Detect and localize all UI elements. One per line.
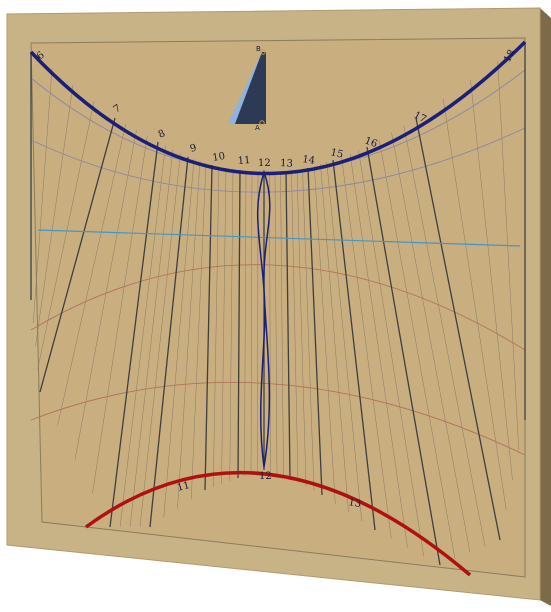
sub-hour-line (274, 171, 278, 475)
sub-hour-line (497, 60, 519, 451)
sub-hour-line (269, 171, 271, 473)
upper-hour-labels: 6 7 8 9 10 11 12 13 14 15 16 17 18 (35, 48, 518, 170)
hour-label-10: 10 (212, 151, 226, 164)
hour-label-12: 12 (258, 158, 271, 169)
gnomon-face-dark (235, 52, 266, 124)
hour-label-6: 6 (35, 50, 47, 63)
sub-hour-line (250, 170, 253, 475)
hour-label-14: 14 (302, 154, 316, 167)
sub-hour-line (74, 129, 137, 460)
sub-hour-line (139, 153, 181, 528)
lower-hour-label-11: 11 (176, 480, 191, 494)
sub-hour-line (391, 132, 471, 553)
lower-hour-label-13: 13 (347, 497, 361, 510)
gnomon-label-a: A (255, 124, 260, 132)
hour-line-9 (149, 156, 189, 528)
declination-line (30, 127, 526, 193)
equinox-line (37, 229, 521, 247)
hour-label-13: 13 (280, 158, 293, 170)
sub-hour-line (229, 168, 234, 482)
winter-solstice-curve (84, 470, 472, 577)
sub-hour-line (291, 170, 299, 483)
sub-hour-line (177, 160, 201, 509)
gnomon: B A (228, 45, 266, 132)
board-side (540, 8, 551, 606)
sub-hour-line (129, 149, 174, 528)
sub-hour-line (320, 163, 349, 513)
sub-hour-line (296, 169, 307, 487)
sub-hour-line (314, 165, 336, 504)
sub-hour-line (37, 101, 95, 370)
hour-line-7 (39, 117, 116, 393)
sub-hour-line (403, 125, 486, 547)
hour-line-11 (237, 169, 241, 479)
sub-hour-line (191, 162, 207, 500)
hour-line-14 (307, 167, 323, 496)
sub-hour-line (35, 84, 74, 347)
lower-hour-labels: 11 12 13 (176, 471, 362, 510)
gnomon-face-light (228, 52, 262, 124)
hour-lines (30, 42, 526, 566)
sub-hour-line (221, 167, 227, 485)
sub-hour-line (358, 150, 424, 557)
summer-solstice-curve (29, 40, 527, 176)
gnomon-point-b (260, 49, 266, 55)
sub-hour-line (57, 123, 126, 426)
sub-hour-line (326, 161, 362, 522)
analemma-curve (256, 169, 271, 468)
sub-hour-line (33, 68, 53, 324)
hour-label-16: 16 (363, 135, 379, 150)
sub-hour-line (341, 156, 392, 539)
hour-label-15: 15 (329, 147, 344, 161)
hour-line-13 (285, 171, 291, 479)
sub-hour-line (163, 158, 195, 518)
hour-line-17 (415, 117, 501, 541)
declination-line (30, 381, 526, 456)
gnomon-label-b: B (256, 45, 261, 53)
sub-hour-line (470, 79, 513, 481)
hour-line-16 (366, 146, 441, 566)
hour-line-15 (332, 159, 376, 531)
declination-line (30, 264, 526, 351)
hour-line-8 (109, 141, 159, 528)
hour-label-17: 17 (412, 110, 428, 126)
sub-hour-line (280, 171, 284, 477)
hour-label-7: 7 (112, 103, 123, 116)
sub-hour-line (92, 135, 148, 494)
hour-label-8: 8 (157, 128, 167, 141)
sub-hour-line (213, 166, 220, 488)
lower-hour-label-12: 12 (259, 471, 272, 482)
sub-hour-line (349, 153, 408, 548)
sub-hour-line (379, 139, 456, 559)
gnomon-point-a (259, 120, 265, 126)
half-hour-lines (33, 60, 519, 559)
hour-line-10 (204, 164, 213, 491)
hour-label-11: 11 (237, 155, 251, 167)
hour-label-9: 9 (189, 143, 198, 155)
sub-hour-line (302, 168, 315, 491)
sub-hour-line (244, 170, 247, 477)
sub-hour-line (119, 145, 166, 528)
